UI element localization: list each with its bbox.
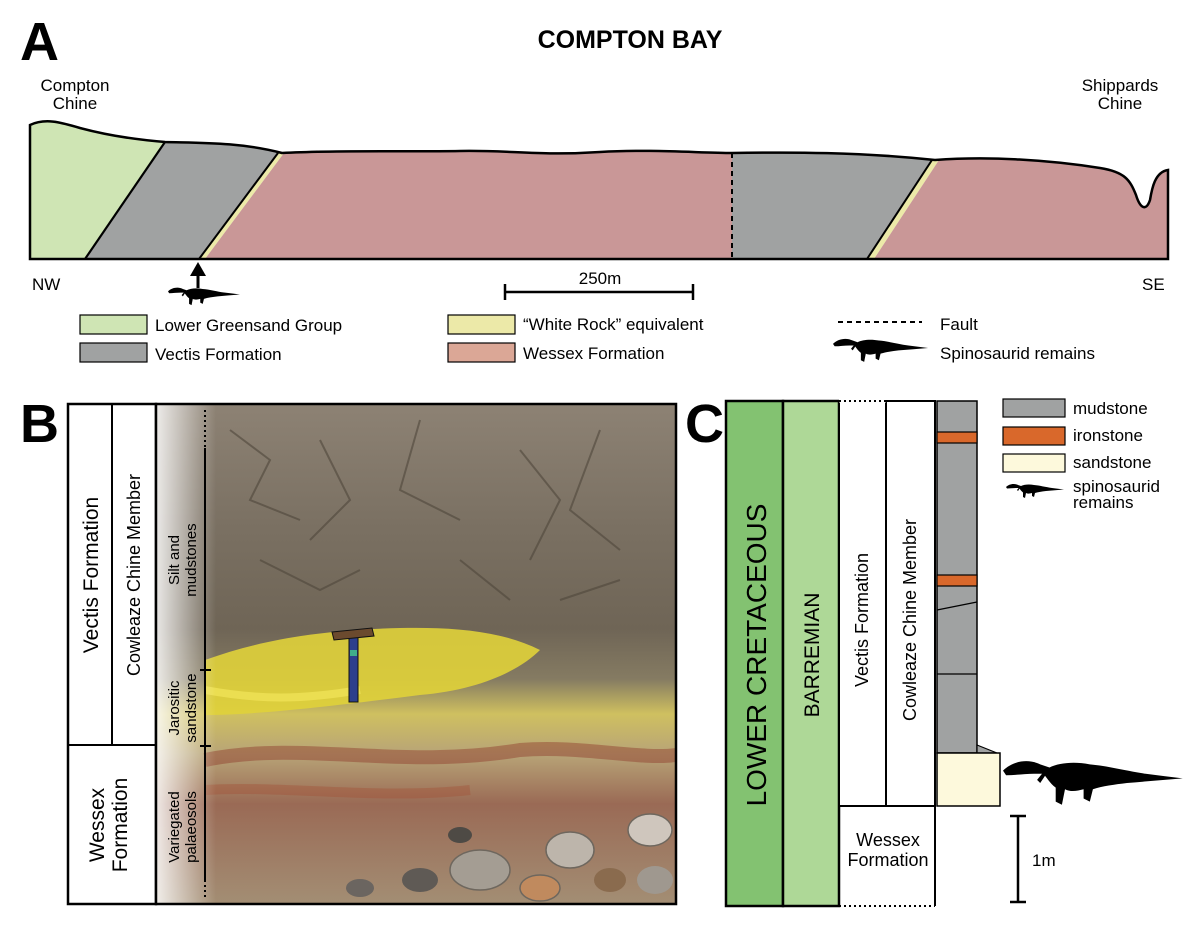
- b-cowleaze-member-label: Cowleaze Chine Member: [124, 474, 144, 676]
- legend-label-fault: Fault: [940, 315, 978, 334]
- scale-bar-1m: 1m: [1010, 814, 1056, 904]
- legend-label-greensand: Lower Greensand Group: [155, 316, 342, 335]
- legend-swatch-greensand: [79, 314, 148, 335]
- panel-c-columns: LOWER CRETACEOUS BARREMIAN Vectis Format…: [724, 399, 1183, 908]
- panel-a-title: COMPTON BAY: [538, 26, 723, 54]
- b-unit-palaeosol-line1: Variegated: [166, 791, 183, 862]
- legend-swatch-wessex: [447, 342, 516, 363]
- legend-c-label-spinosaurid-1: spinosaurid: [1073, 477, 1160, 496]
- legend-c-swatch-ironstone: [1002, 426, 1066, 446]
- legend-c-swatch-mudstone: [1002, 398, 1066, 418]
- log-ironstone-lower: [936, 574, 978, 587]
- nw-label: NW: [32, 275, 60, 294]
- c-dinosaur-icon: [1003, 761, 1183, 805]
- panel-a-letter: A: [20, 12, 59, 72]
- c-member-column: [885, 400, 936, 807]
- c-system-column: [724, 399, 785, 908]
- hammer-icon: [331, 627, 375, 703]
- b-unit-jarositic-line1: Jarositic: [166, 680, 183, 736]
- legend-c: mudstone ironstone sandstone spinosaurid…: [1002, 398, 1160, 512]
- legend-swatch-vectis: [79, 342, 148, 363]
- c-scale-label: 1m: [1032, 851, 1056, 870]
- spinosaurid-locality-marker: [168, 262, 240, 306]
- b-unit-silt-line2: mudstones: [183, 523, 200, 596]
- b-unit-palaeosol-line2: palaeosols: [183, 791, 200, 863]
- legend-swatch-white-rock: [447, 314, 516, 335]
- legend-label-spinosaurid: Spinosaurid remains: [940, 344, 1095, 363]
- outcrop-photo: [154, 402, 678, 906]
- log-sandstone: [936, 752, 1001, 807]
- panel-b-columns: Vectis Formation Cowleaze Chine Member W…: [66, 402, 158, 906]
- legend-c-label-mudstone: mudstone: [1073, 399, 1148, 418]
- legend-dinosaur-icon: [833, 338, 929, 362]
- c-wessex-line2: Formation: [847, 850, 928, 870]
- unit-white-rock-left: [199, 153, 284, 259]
- c-vectis-label: Vectis Formation: [852, 553, 872, 687]
- b-wessex-label-line2: Formation: [109, 778, 132, 873]
- c-formation-column: [838, 400, 887, 807]
- scale-label: 250m: [579, 269, 622, 288]
- legend-a: Lower Greensand Group Vectis Formation “…: [79, 314, 1095, 364]
- dinosaur-silhouette-icon: [168, 287, 240, 306]
- unit-wessex-right: [874, 158, 1168, 259]
- left-place-line2: Chine: [53, 94, 97, 113]
- panel-c-letter: C: [685, 394, 724, 454]
- legend-c-label-ironstone: ironstone: [1073, 426, 1143, 445]
- legend-label-white-rock: “White Rock” equivalent: [523, 315, 704, 334]
- c-stage-label: BARREMIAN: [801, 593, 824, 718]
- legend-label-vectis: Vectis Formation: [155, 345, 282, 364]
- right-place-line1: Shippards: [1082, 76, 1159, 95]
- left-place-line1: Compton: [41, 76, 110, 95]
- unit-white-rock-right: [867, 160, 939, 259]
- legend-c-swatch-sandstone: [1002, 453, 1066, 473]
- legend-c-dinosaur-icon: [1006, 483, 1064, 498]
- legend-c-label-spinosaurid-2: remains: [1073, 493, 1133, 512]
- unit-vectis-left: [85, 142, 282, 259]
- c-cowleaze-label: Cowleaze Chine Member: [900, 519, 920, 721]
- cross-section: [28, 120, 1170, 261]
- b-unit-jarositic-line2: sandstone: [183, 673, 200, 742]
- scale-bar-250m: 250m: [503, 269, 695, 300]
- panel-b-unit-markers: Silt and mudstones Jarositic sandstone V…: [166, 410, 211, 900]
- c-system-label: LOWER CRETACEOUS: [741, 504, 772, 807]
- unit-wessex-middle: [205, 150, 732, 259]
- lithology-log: [936, 400, 1001, 807]
- legend-label-wessex: Wessex Formation: [523, 344, 664, 363]
- b-vectis-formation-label: Vectis Formation: [80, 497, 103, 653]
- panel-b-letter: B: [20, 394, 59, 454]
- log-ironstone-upper: [936, 431, 978, 444]
- b-wessex-label-line1: Wessex: [86, 787, 109, 862]
- se-label: SE: [1142, 275, 1165, 294]
- legend-c-label-sandstone: sandstone: [1073, 453, 1151, 472]
- unit-lower-greensand: [30, 121, 165, 260]
- b-unit-silt-line1: Silt and: [166, 535, 183, 585]
- c-wessex-line1: Wessex: [856, 830, 920, 850]
- right-place-line2: Chine: [1098, 94, 1142, 113]
